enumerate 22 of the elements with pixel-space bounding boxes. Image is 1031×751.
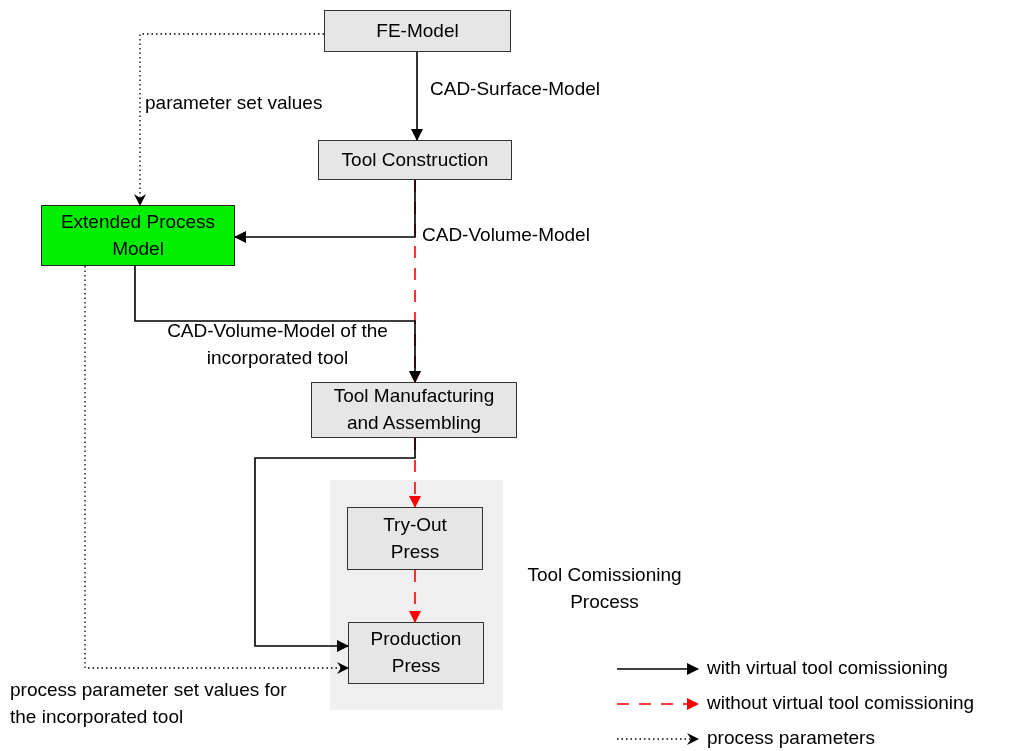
edge-label: CAD-Surface-Model bbox=[430, 77, 601, 101]
arrow bbox=[254, 437, 416, 652]
legend-label: process parameters bbox=[707, 726, 875, 750]
dashed-arrow bbox=[409, 569, 421, 623]
edge-label: CAD-Volume-Model bbox=[422, 223, 591, 247]
arrow bbox=[134, 265, 421, 383]
process-box: FE-Model bbox=[324, 10, 511, 52]
process-box: Tool Construction bbox=[318, 140, 512, 180]
legend-label: without virtual tool comissioning bbox=[707, 691, 975, 715]
edge-label: process parameter set values for the incorporated tool bbox=[10, 678, 288, 729]
edge-label: CAD-Volume-Model of the incorporated tool bbox=[166, 319, 389, 370]
edge-label: parameter set values bbox=[145, 91, 324, 115]
legend-label: with virtual tool comissioning bbox=[707, 656, 948, 680]
process-box: Try-Out Press bbox=[347, 507, 483, 570]
arrow bbox=[411, 51, 423, 141]
dotted-arrow bbox=[84, 265, 349, 674]
group-heading: Tool Comissioning Process bbox=[526, 563, 683, 614]
process-box: Tool Manufacturing and Assembling bbox=[311, 382, 517, 438]
process-box: Production Press bbox=[348, 622, 484, 684]
arrow bbox=[234, 179, 416, 243]
process-box: Extended Process Model bbox=[41, 205, 235, 266]
dotted-arrow bbox=[134, 33, 325, 206]
